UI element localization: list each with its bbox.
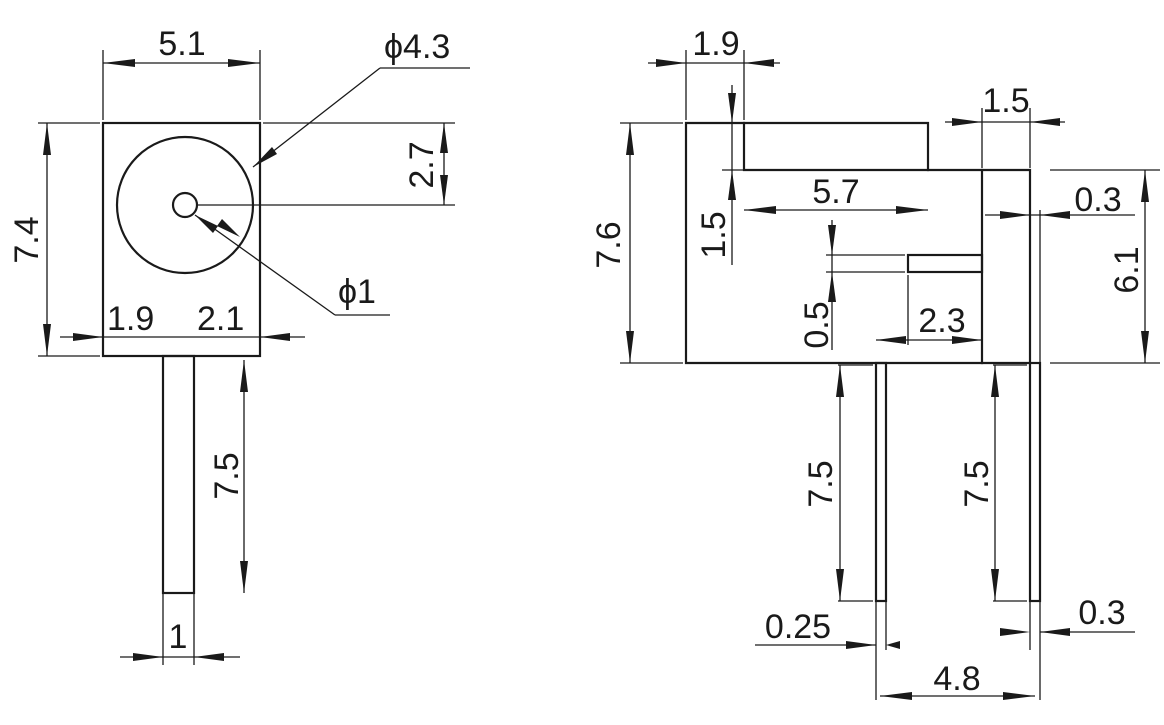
- dim-pin-length: 7.5: [208, 452, 246, 499]
- arrowhead: [728, 93, 736, 123]
- arrowhead: [836, 569, 844, 601]
- dim-pin-spacing: 4.8: [933, 660, 980, 698]
- arrowhead: [240, 360, 248, 392]
- arrowhead: [440, 175, 448, 205]
- arrowhead: [626, 123, 634, 155]
- dim-step-height: 0.5: [798, 301, 836, 348]
- side-pin-right: [1028, 361, 1042, 603]
- arrowhead: [240, 561, 248, 593]
- arrowhead: [656, 59, 686, 67]
- dim-front-height: 7.4: [8, 216, 46, 263]
- arrowhead: [1141, 170, 1149, 202]
- arrowhead: [43, 324, 51, 356]
- arrowhead: [1000, 211, 1030, 219]
- dim-pin-thickness-left: 0.25: [765, 608, 831, 646]
- arrowhead: [896, 206, 928, 214]
- arrowhead: [952, 336, 982, 344]
- dim-right-height: 6.1: [1108, 246, 1146, 293]
- arrowhead: [626, 331, 634, 363]
- dim-right-width: 1.5: [982, 82, 1029, 120]
- side-pin-left: [874, 361, 888, 603]
- dim-front-width: 5.1: [158, 25, 205, 63]
- arrowhead: [836, 365, 844, 397]
- arrowhead: [876, 336, 906, 344]
- arrowhead: [194, 653, 224, 661]
- dim-center-offset: 2.7: [403, 141, 441, 188]
- arrowhead: [253, 147, 277, 167]
- dim-slot-offset: 1.9: [692, 25, 739, 63]
- arrowhead: [828, 225, 836, 255]
- arrowhead: [1030, 118, 1060, 126]
- arrowhead: [846, 641, 876, 649]
- arrowhead: [880, 692, 912, 700]
- inner-circle: [171, 191, 199, 219]
- dim-slot-length: 5.7: [812, 173, 859, 211]
- arrowhead: [886, 641, 900, 649]
- dim-pin-width: 1: [169, 618, 188, 656]
- dim-pin-length-left: 7.5: [802, 460, 840, 507]
- arrowhead: [744, 59, 774, 67]
- dim-right-gap: 0.3: [1074, 181, 1121, 219]
- leader-line: [194, 214, 336, 316]
- front-view: 5.1 ϕ4.3 2.7 7.4 ϕ1 1.9 2.1: [8, 25, 470, 665]
- arrowhead: [952, 118, 982, 126]
- dim-step-width: 2.3: [918, 302, 965, 340]
- arrowhead: [744, 206, 776, 214]
- arrowhead: [1141, 331, 1149, 363]
- dim-pin-left-offset: 1.9: [107, 300, 154, 338]
- step-block: [906, 253, 984, 274]
- side-body-outline: [684, 121, 1032, 365]
- dim-pin-right-offset: 2.1: [197, 300, 244, 338]
- dim-inner-diameter: ϕ1: [338, 273, 376, 311]
- arrowhead: [728, 170, 736, 200]
- arrowhead: [260, 333, 290, 341]
- dim-side-height: 7.6: [590, 221, 628, 268]
- arrowhead: [103, 59, 135, 67]
- arrowhead: [828, 272, 836, 302]
- arrowhead: [1003, 692, 1035, 700]
- arrowhead: [440, 123, 448, 153]
- arrowhead: [1040, 628, 1070, 636]
- top-slot: [742, 121, 930, 172]
- arrowhead: [73, 333, 103, 341]
- arrowhead: [217, 219, 240, 237]
- arrowhead: [43, 123, 51, 155]
- arrowhead: [195, 215, 218, 233]
- arrowhead: [1000, 628, 1030, 636]
- dim-slot-height: 1.5: [695, 211, 733, 258]
- side-view: 1.9 1.5 5.7 0.3 7.6 1.5: [590, 25, 1160, 700]
- arrowhead: [991, 569, 999, 601]
- dim-outer-diameter: ϕ4.3: [384, 28, 450, 66]
- front-pin: [161, 354, 196, 595]
- arrowhead: [991, 365, 999, 397]
- dim-pin-thickness-right: 0.3: [1078, 594, 1125, 632]
- arrowhead: [133, 653, 163, 661]
- arrowhead: [228, 59, 260, 67]
- dim-pin-length-right: 7.5: [958, 460, 996, 507]
- arrowhead: [1040, 211, 1070, 219]
